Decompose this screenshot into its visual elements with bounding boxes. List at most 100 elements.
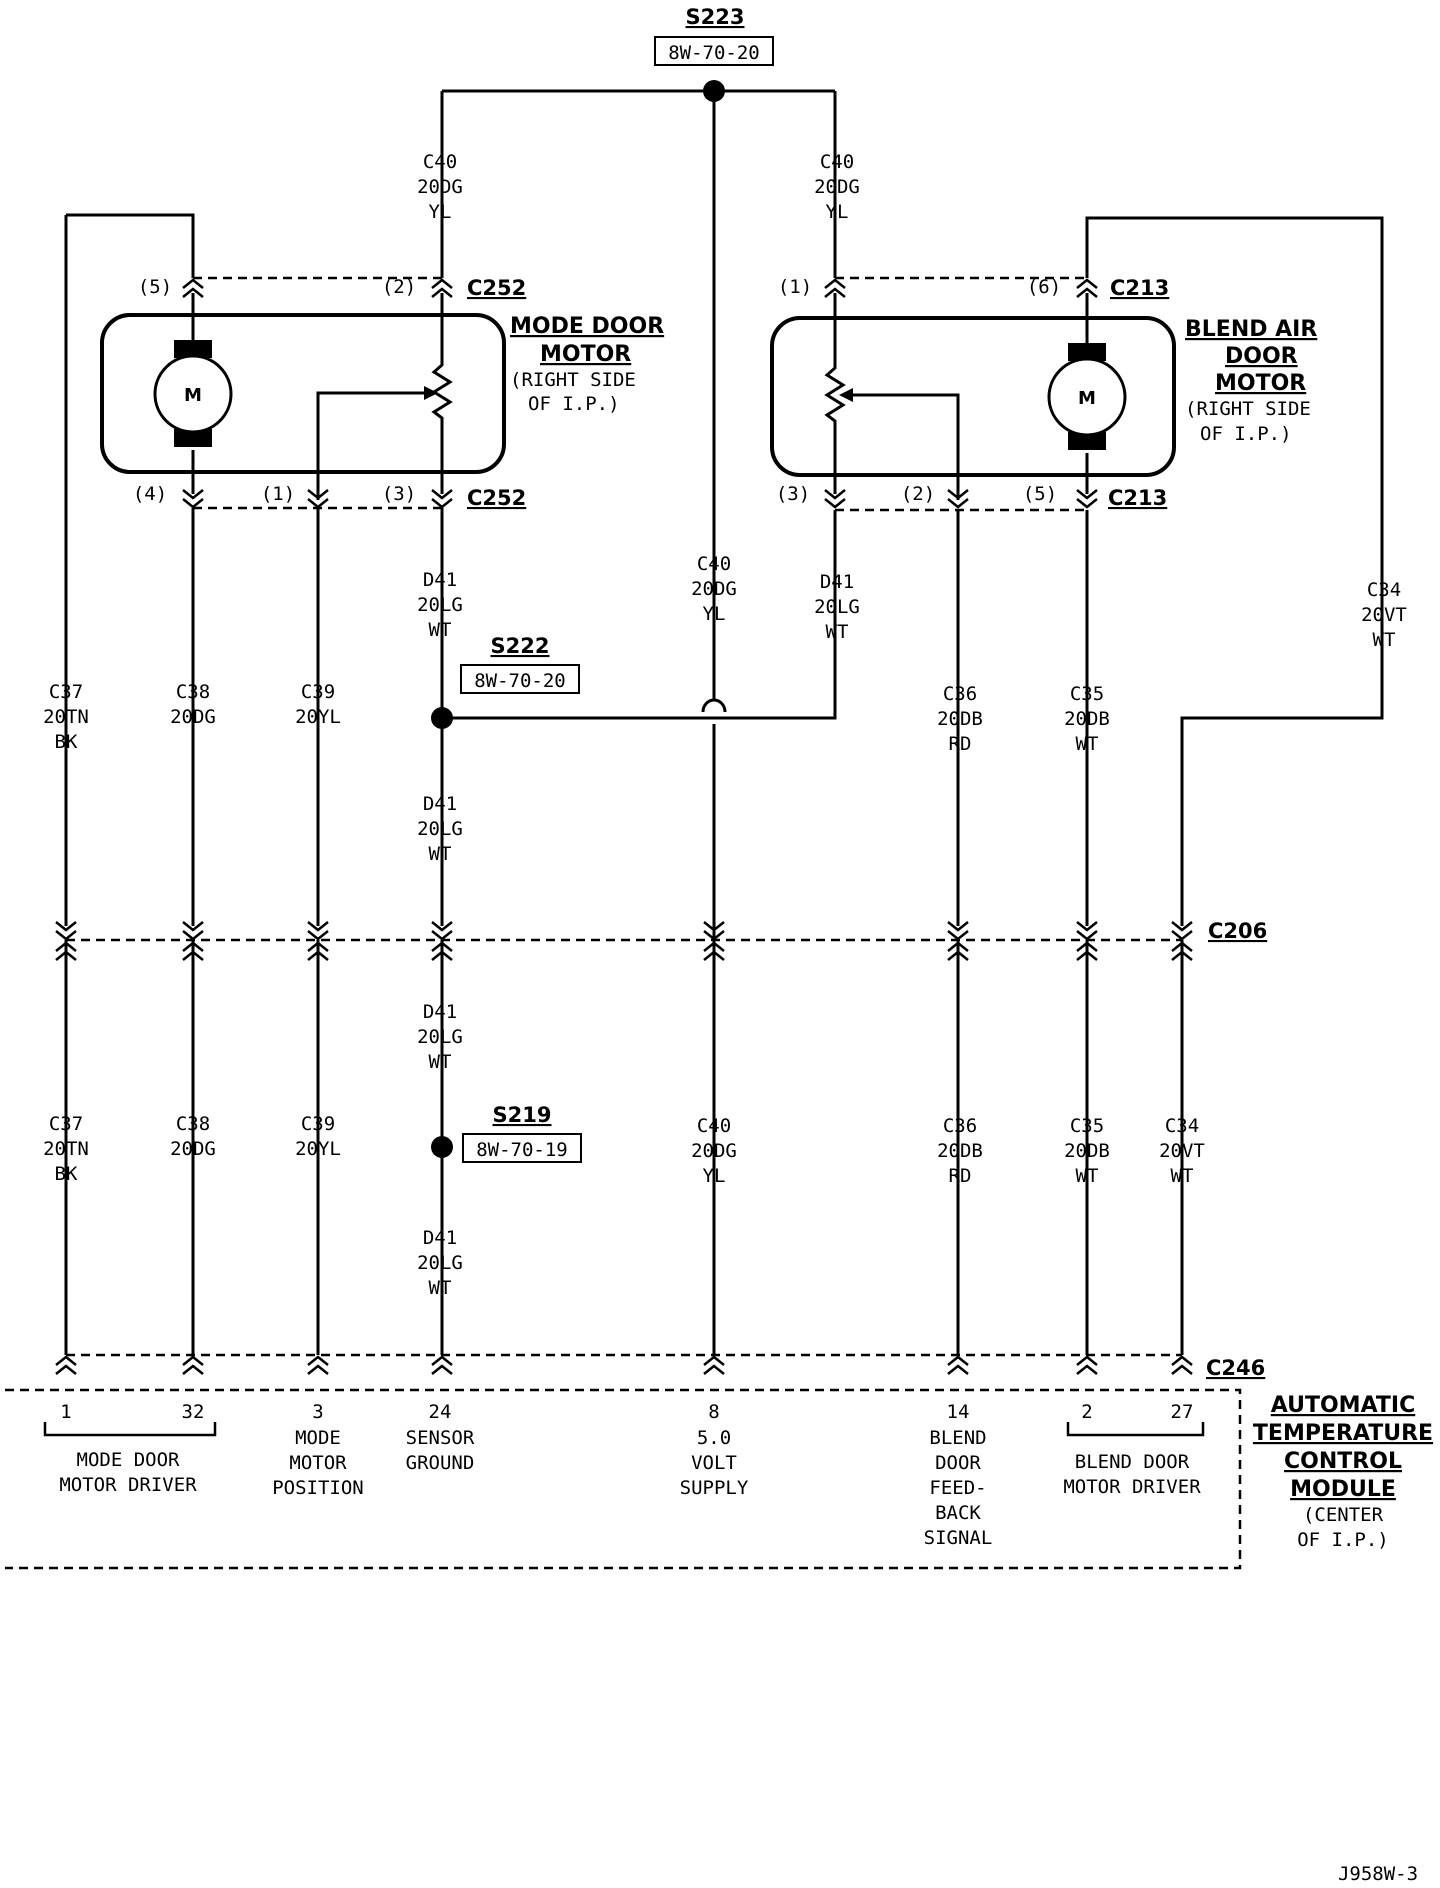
pin-label: (2) <box>382 276 416 298</box>
svg-text:OF I.P.): OF I.P.) <box>1297 1529 1389 1551</box>
pin-label: (3) <box>382 483 416 505</box>
function-sensor-ground: SENSOR GROUND <box>406 1427 475 1474</box>
svg-text:20DG: 20DG <box>814 176 860 198</box>
svg-text:C37: C37 <box>49 681 83 703</box>
motor-brush <box>1068 432 1106 450</box>
pin-label: (3) <box>776 483 810 505</box>
splice-s223: S223 8W-70-20 <box>654 5 774 102</box>
svg-text:C34: C34 <box>1367 579 1401 601</box>
svg-text:C40: C40 <box>423 151 457 173</box>
pin-label: (6) <box>1027 276 1061 298</box>
function-blend-feedback: BLEND DOOR FEED- BACK SIGNAL <box>924 1427 993 1549</box>
wire-label-c38-upper: C38 20DG <box>170 681 216 728</box>
svg-text:20DB: 20DB <box>937 1140 983 1162</box>
mode-motor-icon <box>153 354 233 434</box>
pin-label: (5) <box>138 276 172 298</box>
svg-text:MODE DOOR: MODE DOOR <box>510 314 664 339</box>
svg-text:BK: BK <box>55 1163 78 1185</box>
svg-text:YL: YL <box>703 603 726 625</box>
svg-text:GROUND: GROUND <box>406 1452 475 1474</box>
svg-text:OF I.P.): OF I.P.) <box>1200 423 1292 445</box>
svg-text:20DB: 20DB <box>937 708 983 730</box>
wire-label-c36-upper: C36 20DB RD <box>937 683 983 755</box>
splice-s219-ref: 8W-70-19 <box>476 1139 568 1161</box>
svg-text:32: 32 <box>182 1401 205 1423</box>
wire-label-d41-below-s219: D41 20LG WT <box>417 1227 463 1299</box>
svg-text:RD: RD <box>949 1165 972 1187</box>
bracket-mode-driver <box>43 1422 217 1437</box>
svg-text:20DG: 20DG <box>170 706 216 728</box>
motor-brush <box>174 429 212 447</box>
svg-text:C35: C35 <box>1070 683 1104 705</box>
svg-text:DOOR: DOOR <box>1225 344 1298 369</box>
svg-text:WT: WT <box>1076 733 1099 755</box>
wire-label-d41-below-s222: D41 20LG WT <box>417 793 463 865</box>
svg-text:20YL: 20YL <box>295 1138 341 1160</box>
connector-c252-label: C252 <box>467 276 526 300</box>
svg-text:C40: C40 <box>697 1115 731 1137</box>
wire-wiper <box>316 391 424 500</box>
blend-air-door-motor-box <box>770 316 1176 477</box>
svg-text:C36: C36 <box>943 1115 977 1137</box>
svg-text:C37: C37 <box>49 1113 83 1135</box>
splice-s223-name: S223 <box>686 5 745 29</box>
splice-dot <box>431 1136 453 1158</box>
svg-text:D41: D41 <box>423 1227 457 1249</box>
svg-text:WT: WT <box>1076 1165 1099 1187</box>
svg-text:TEMPERATURE: TEMPERATURE <box>1253 1421 1433 1446</box>
svg-text:20YL: 20YL <box>295 706 341 728</box>
wire-label-c34-upper: C34 20VT WT <box>1361 579 1407 651</box>
svg-text:C40: C40 <box>697 553 731 575</box>
connector-c206: C206 <box>54 919 1267 1355</box>
motor-brush <box>1068 343 1106 361</box>
bracket-blend-driver <box>1066 1422 1205 1437</box>
svg-text:C40: C40 <box>820 151 854 173</box>
svg-text:8: 8 <box>708 1401 719 1423</box>
wire-crossover-hop <box>701 698 727 713</box>
wiper-arrow <box>839 388 853 402</box>
pin-label: (4) <box>133 483 167 505</box>
svg-text:D41: D41 <box>423 1001 457 1023</box>
function-mode-driver: MODE DOOR MOTOR DRIVER <box>59 1449 197 1496</box>
svg-text:20DG: 20DG <box>417 176 463 198</box>
svg-text:AUTOMATIC: AUTOMATIC <box>1271 1393 1415 1418</box>
svg-text:20LG: 20LG <box>417 1026 463 1048</box>
svg-text:(RIGHT SIDE: (RIGHT SIDE <box>510 369 636 391</box>
connector-c206-label: C206 <box>1208 919 1267 943</box>
wire-label-d41-below-c206: D41 20LG WT <box>417 1001 463 1073</box>
wire-label-c36-lower: C36 20DB RD <box>937 1115 983 1187</box>
svg-text:RD: RD <box>949 733 972 755</box>
svg-text:FEED-: FEED- <box>929 1477 986 1499</box>
wire-label-c38-lower: C38 20DG <box>170 1113 216 1160</box>
svg-text:WT: WT <box>429 843 452 865</box>
svg-text:20DG: 20DG <box>691 1140 737 1162</box>
svg-text:24: 24 <box>429 1401 452 1423</box>
svg-text:WT: WT <box>429 1277 452 1299</box>
wire-c37-loop <box>66 213 195 278</box>
svg-text:SENSOR: SENSOR <box>406 1427 475 1449</box>
svg-text:M: M <box>1078 388 1096 409</box>
svg-text:20DG: 20DG <box>691 578 737 600</box>
wire-label-c37-upper: C37 20TN BK <box>43 681 89 753</box>
wire-blend-signals <box>956 510 1089 926</box>
svg-text:OF I.P.): OF I.P.) <box>528 393 620 415</box>
wire-label-c39-upper: C39 20YL <box>295 681 341 728</box>
svg-text:BK: BK <box>55 731 78 753</box>
function-volt-supply: 5.0 VOLT SUPPLY <box>680 1427 749 1499</box>
figure-id: J958W-3 <box>1338 1863 1418 1885</box>
svg-text:C39: C39 <box>301 681 335 703</box>
wire-wiper <box>853 393 960 500</box>
blend-potentiometer <box>824 293 846 494</box>
svg-text:20VT: 20VT <box>1159 1140 1205 1162</box>
svg-text:C34: C34 <box>1165 1115 1199 1137</box>
connector-c246-label: C246 <box>1206 1356 1265 1380</box>
svg-text:SUPPLY: SUPPLY <box>680 1477 749 1499</box>
connector-c252-label: C252 <box>467 486 526 510</box>
pin-label: (1) <box>778 276 812 298</box>
svg-text:WT: WT <box>1373 629 1396 651</box>
svg-text:1: 1 <box>60 1401 71 1423</box>
wire-label-c40-top-right: C40 20DG YL <box>814 151 860 223</box>
module-title: AUTOMATIC TEMPERATURE CONTROL MODULE (CE… <box>1253 1393 1433 1551</box>
svg-text:20LG: 20LG <box>417 818 463 840</box>
